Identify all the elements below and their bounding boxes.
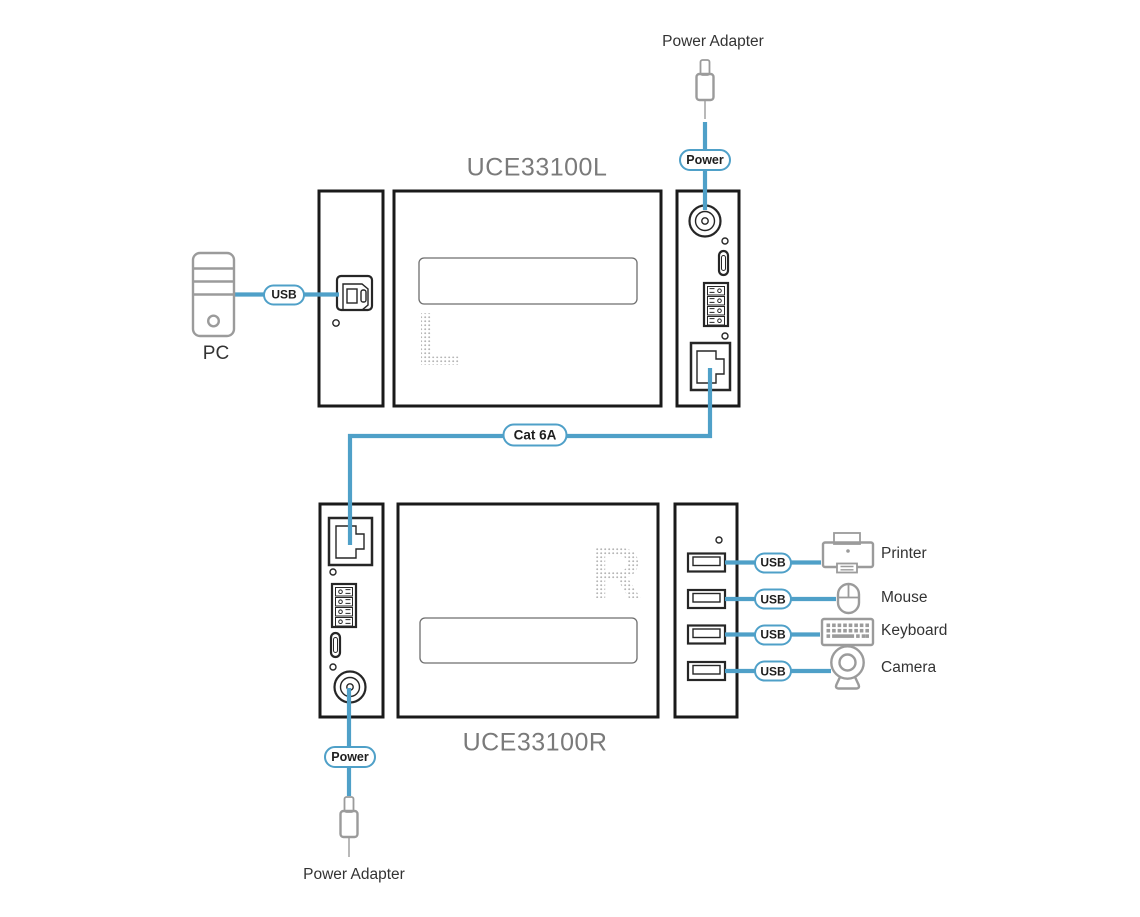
mouse-icon (836, 582, 861, 615)
bottom-label-plate (419, 617, 638, 664)
bottom-device-title: UCE33100R (462, 728, 608, 757)
led-indicator (329, 568, 337, 576)
printer-icon (821, 532, 875, 574)
printer-usb-badge: USB (754, 552, 792, 573)
terminal-block (702, 281, 730, 328)
camera-label: Camera (881, 659, 937, 676)
mouse-label: Mouse (881, 589, 928, 606)
camera-icon (830, 645, 865, 690)
cat6a-badge: Cat 6A (502, 423, 568, 447)
keyboard-label: Keyboard (881, 622, 948, 639)
top-device-unit: L (317, 189, 741, 408)
power-adapter-icon (695, 59, 715, 119)
power-adapter-icon (339, 796, 359, 857)
pc-label: PC (202, 343, 230, 364)
keyboard-icon (820, 617, 875, 647)
led-indicator (721, 237, 729, 245)
bottom-main-body (396, 502, 660, 719)
bottom-power-adapter-label: Power Adapter (303, 866, 405, 883)
top-watermark-letter: L (416, 297, 462, 381)
mouse-usb-badge: USB (754, 588, 792, 610)
top-label-plate (418, 257, 638, 305)
top-left-panel (317, 189, 385, 408)
pc-usb-badge: USB (263, 284, 305, 305)
terminal-block (330, 582, 358, 629)
camera-usb-badge: USB (754, 660, 792, 682)
keyboard-usb-badge: USB (754, 624, 792, 645)
bottom-device-unit: R (318, 502, 739, 719)
top-device-title: UCE33100L (466, 153, 608, 182)
bottom-power-badge: Power (324, 746, 376, 768)
led-indicator (332, 319, 340, 327)
printer-label: Printer (881, 545, 927, 562)
bottom-watermark-letter: R (590, 534, 642, 614)
led-indicator (715, 536, 723, 544)
top-power-adapter-label: Power Adapter (662, 33, 764, 50)
top-power-badge: Power (679, 149, 731, 171)
bottom-right-panel (673, 502, 739, 719)
led-indicator (721, 332, 729, 340)
usb-c-port (717, 249, 730, 277)
led-indicator (329, 663, 337, 671)
pc-icon (191, 251, 236, 338)
usb-c-port (329, 631, 342, 659)
